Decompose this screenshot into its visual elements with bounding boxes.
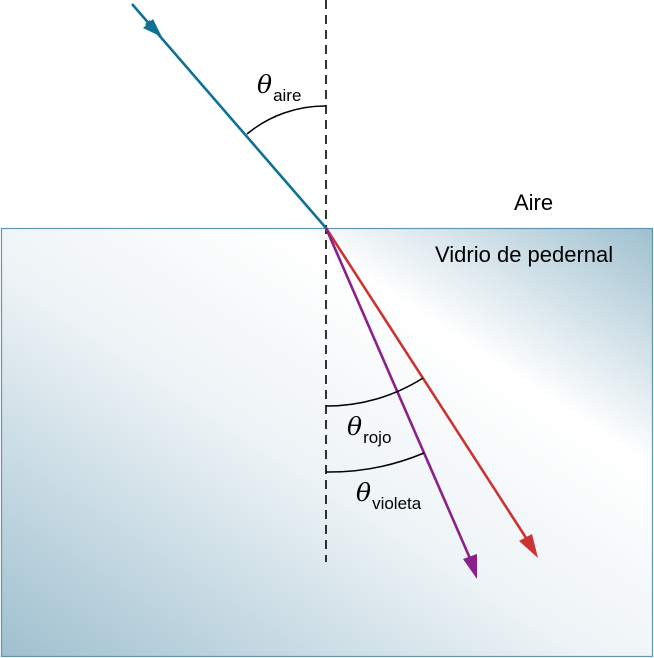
- theta-red-subscript: rojo: [363, 428, 391, 447]
- theta-air-label: θaire: [257, 70, 301, 105]
- violet-angle-arc: [325, 452, 425, 473]
- red-ray-arrowhead: [519, 534, 538, 558]
- violet-ray: [324, 227, 474, 564]
- theta-air-subscript: aire: [273, 86, 301, 105]
- theta-violet-symbol: θ: [356, 478, 371, 507]
- air-label: Aire: [514, 190, 553, 215]
- red-ray: [324, 227, 532, 545]
- incident-arrow-head: [143, 19, 162, 37]
- red-angle-arc: [325, 377, 424, 407]
- theta-air-symbol: θ: [257, 70, 272, 99]
- theta-red-symbol: θ: [347, 412, 362, 441]
- theta-violet-subscript: violeta: [372, 494, 422, 513]
- glass-block: [0, 227, 654, 658]
- theta-violet-label: θvioleta: [356, 478, 422, 513]
- theta-red-label: θrojo: [347, 412, 391, 447]
- glass-label: Vidrio de pedernal: [435, 242, 613, 267]
- incident-ray: [131, 3, 327, 229]
- violet-ray-arrowhead: [463, 554, 477, 579]
- incident-angle-arc: [246, 105, 327, 135]
